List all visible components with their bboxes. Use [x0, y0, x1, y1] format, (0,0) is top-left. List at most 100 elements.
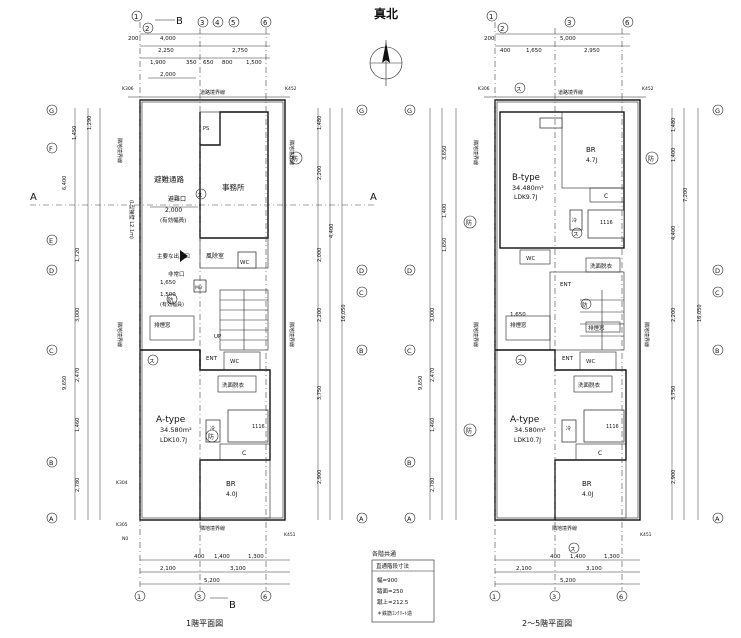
dim-text: 3,750 [317, 386, 323, 400]
a-type-label: A-type [510, 415, 540, 425]
plan-2-5f-title: 2～5階平面図 [522, 618, 572, 628]
a-br-label: BR [582, 480, 592, 488]
dressing-label: 洗面脱衣 [578, 381, 601, 389]
dim-text: 16,050 [697, 305, 703, 323]
grid-col-label: 3 [552, 593, 556, 601]
fire-icon: 防 [208, 433, 214, 441]
dim-text: 1,400 [442, 204, 448, 218]
dim-text: 1,650 [526, 48, 542, 54]
dim-text: 1,290 [87, 116, 93, 130]
dim-text: 5,200 [560, 578, 576, 584]
section-marker-b-bottom: B [229, 600, 236, 611]
unit-area-label: 34.580m² [160, 426, 192, 434]
bath-label: 1116 [600, 220, 613, 226]
grid-row-label: B [359, 347, 363, 355]
fire-icon: 防 [648, 155, 654, 163]
wc-label: WC [526, 256, 535, 262]
grid-row-label: A [407, 515, 412, 523]
dim-text: 1,460 [75, 418, 81, 432]
dim-text: 2,000 [317, 248, 323, 262]
grid-col-label: 5 [231, 19, 235, 27]
grid-col-label: 3 [567, 19, 571, 27]
note-text: 非常口 [168, 270, 185, 278]
bath-label: 1116 [252, 424, 265, 430]
grid-row-label: A [715, 515, 720, 523]
legend-title: 各階共通 [372, 550, 396, 558]
point-label: K451 [284, 532, 296, 538]
dim-text: 200 [484, 36, 495, 42]
stair-legend: 各階共通 直通階段寸法 幅=900 踏面=250 蹴上=212.5 ＊鉄筋ｺﾝｸ… [371, 550, 435, 623]
grid-row-label: G [715, 107, 720, 115]
dim-text: 350 [186, 60, 197, 66]
section-marker-b-top: B [176, 16, 183, 27]
grid-col-label: 3 [197, 593, 201, 601]
dim-text: 1,720 [75, 248, 81, 262]
dim-text: 7,200 [683, 188, 689, 202]
dim-text: 200 [128, 36, 139, 42]
grid-col-label: 6 [619, 593, 623, 601]
dim-text: 1,300 [604, 554, 620, 560]
note-text: 1,500 [160, 292, 176, 298]
dim-text: 1,400 [214, 554, 230, 560]
dim-text: 2,100 [160, 566, 176, 572]
grid-row-label: E [49, 237, 53, 245]
dressing-label: 洗面脱衣 [222, 381, 245, 389]
dim-text: 2,470 [430, 368, 436, 382]
sprinkler-icon: ス [573, 231, 579, 238]
grid-row-label: F [49, 145, 53, 153]
dim-text: 400 [550, 554, 561, 560]
mb-label: MB [195, 285, 202, 291]
grid-row-label: D [715, 267, 720, 275]
dim-text: 9,650 [62, 376, 68, 390]
dim-text: 650 [203, 60, 214, 66]
grid-row-label: B [407, 459, 411, 467]
boundary-label: 隣地境界線 [288, 140, 295, 165]
dim-text: 5,200 [204, 578, 220, 584]
grid-row-label: G [49, 107, 54, 115]
fire-icon: 防 [582, 301, 588, 309]
br-size-label: 4.0J [226, 491, 238, 498]
dim-text: 6,400 [62, 176, 68, 190]
note-text: 2,000 [165, 207, 182, 214]
grid-col-label: 1 [489, 13, 493, 21]
grid-col-label: 6 [263, 593, 267, 601]
dim-text: 800 [222, 60, 233, 66]
a-br-size-label: 4.0J [582, 491, 594, 498]
dim-text: 2,200 [317, 308, 323, 322]
legend-row: 幅=900 [377, 576, 398, 584]
sprinkler-icon: ス [516, 86, 522, 93]
b-ldk-label: LDK9.7J [514, 194, 537, 201]
legend-header: 直通階段寸法 [376, 562, 410, 570]
note-text: 1,650 [160, 280, 176, 286]
sprinkler-icon: ス [149, 358, 155, 365]
grid-row-label: G [359, 107, 364, 115]
dim-text: 1,900 [150, 60, 166, 66]
grid-row-label: C [359, 289, 364, 297]
boundary-label: 隣地境界線 [552, 525, 577, 532]
dim-text: 2,750 [232, 48, 248, 54]
closet-label: C [242, 450, 246, 457]
smoke-window-label: 排煙窓 [588, 324, 605, 332]
dim-text: 2,000 [160, 72, 176, 78]
grid-row-label: D [49, 267, 54, 275]
bath-label: 1116 [606, 424, 619, 430]
sprinkler-icon: ス [197, 192, 203, 199]
legend-row: ＊鉄筋ｺﾝｸﾘｰﾄ造 [377, 610, 412, 617]
grid-col-label: 1 [134, 13, 138, 21]
grid-row-label: C [407, 347, 412, 355]
grid-row-label: G [407, 107, 412, 115]
dim-text: 1,300 [248, 554, 264, 560]
point-label: K452 [285, 86, 297, 92]
ent-label: ENT [562, 356, 574, 362]
fire-icon: 防 [292, 155, 298, 163]
dim-text: 9,650 [418, 376, 424, 390]
evac-label: 避難通路 [154, 174, 184, 184]
note-text: 1,650 [510, 312, 526, 318]
grid-row-label: C [49, 347, 54, 355]
grid-col-label: 1 [492, 593, 496, 601]
legend-row: 蹴上=212.5 [377, 598, 409, 606]
north-label: 真北 [374, 6, 398, 21]
dim-text: 2,950 [584, 48, 600, 54]
